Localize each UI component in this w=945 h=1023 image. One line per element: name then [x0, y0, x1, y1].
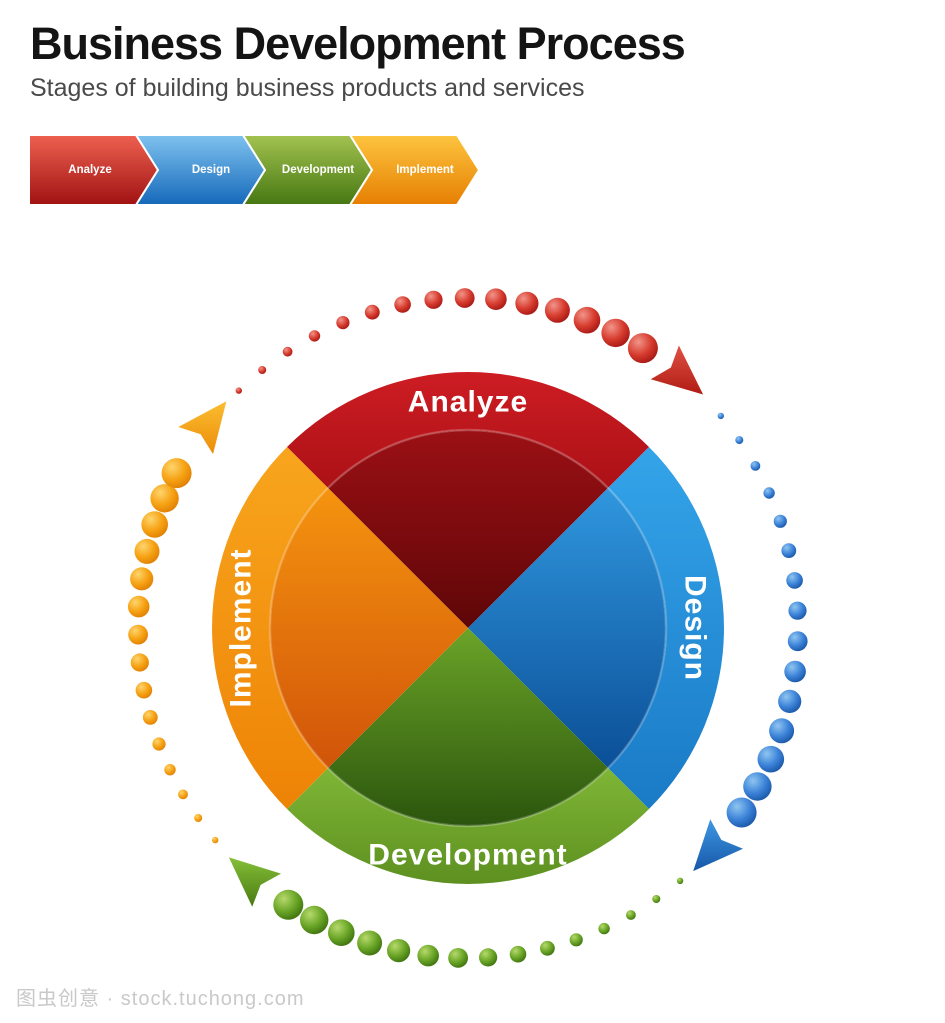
arc-dot-blue — [717, 412, 724, 420]
arc-dot-blue — [769, 718, 795, 744]
arc-dot-orange — [134, 538, 160, 564]
arc-dot-orange — [127, 595, 150, 618]
arc-dot-orange — [164, 764, 176, 776]
wheel-band-analyze — [287, 372, 649, 488]
arc-dot-green — [652, 895, 661, 903]
arc-dot-blue — [787, 631, 808, 652]
wheel-inner-ring-highlight — [268, 428, 668, 828]
arc-dot-red — [601, 318, 630, 348]
arc-dot-green — [540, 940, 555, 956]
arc-dot-red — [424, 290, 443, 309]
arc-dot-orange — [150, 484, 179, 513]
flow-step-analyze: Analyze — [28, 134, 160, 206]
arc-dot-blue — [726, 797, 757, 828]
arc-dot-green — [569, 933, 583, 947]
wheel-label-design: Design — [679, 575, 712, 681]
arc-dot-red — [394, 296, 411, 313]
wheel-band-development — [287, 768, 649, 884]
wheel-band-implement — [212, 447, 328, 809]
arc-dot-green — [273, 889, 304, 920]
arc-dot-red — [627, 333, 658, 364]
flow-arrow-shape-implement — [348, 134, 481, 206]
arc-dot-orange — [135, 681, 153, 699]
arc-dot-red — [336, 316, 350, 330]
arc-dot-blue — [778, 689, 802, 714]
arc-dot-red — [235, 387, 242, 394]
arc-dot-orange — [212, 836, 219, 844]
arc-dot-orange — [194, 814, 203, 822]
arc-dot-green — [509, 945, 527, 963]
page-title: Business Development Process — [30, 18, 686, 69]
flow-step-label-analyze: Analyze — [68, 164, 111, 176]
arc-dot-blue — [743, 772, 772, 801]
arc-dot-red — [308, 330, 321, 342]
chart-header: Business Development Process Stages of b… — [30, 18, 686, 103]
wheel-inner-analyze — [328, 430, 608, 628]
wheel-band-design — [608, 447, 724, 809]
arc-dot-orange — [178, 789, 188, 800]
flow-step-implement: Implement — [348, 134, 481, 206]
arc-dot-green — [300, 905, 329, 935]
arc-dot-orange — [152, 737, 166, 751]
arc-dot-green — [328, 919, 355, 946]
arc-dot-red — [282, 346, 293, 357]
wheel-inner-development — [328, 628, 608, 826]
arc-dot-green — [448, 948, 468, 968]
arc-arrowhead-blue — [693, 819, 743, 872]
arc-arrowhead-orange — [178, 401, 227, 455]
dotted-arc-layer — [127, 288, 808, 968]
arc-dot-red — [454, 288, 475, 308]
arc-dot-blue — [784, 660, 806, 683]
arc-dot-green — [357, 930, 383, 956]
wheel-inner-implement — [270, 488, 468, 768]
arc-arrowheads-layer — [178, 345, 743, 907]
arc-arrowhead-green — [228, 857, 281, 907]
arc-dot-blue — [773, 514, 787, 528]
flow-step-label-implement: Implement — [396, 164, 454, 176]
arc-dot-blue — [781, 543, 797, 558]
arc-dot-green — [626, 910, 636, 920]
arc-dot-blue — [786, 572, 803, 589]
arc-dot-orange — [128, 624, 149, 645]
process-flow-arrows: Analyze Design Development Implement — [28, 134, 481, 206]
wheel-label-implement: Implement — [225, 548, 258, 707]
flow-step-label-development: Development — [282, 164, 354, 176]
wheel-label-analyze: Analyze — [408, 386, 528, 419]
wheel-label-development: Development — [368, 839, 567, 872]
watermark-text: 图虫创意 · stock.tuchong.com — [16, 988, 305, 1010]
arc-dot-green — [417, 944, 440, 967]
wheel-inner-design — [468, 488, 666, 768]
arc-dot-orange — [161, 458, 192, 489]
arc-dot-red — [573, 306, 601, 334]
arc-dot-blue — [750, 461, 761, 471]
arc-dot-red — [364, 304, 380, 320]
arc-dot-orange — [130, 653, 149, 672]
arc-dot-blue — [735, 436, 744, 445]
arc-dot-green — [387, 939, 411, 963]
arc-dot-blue — [763, 487, 775, 499]
arc-dot-red — [544, 297, 570, 323]
arc-dot-blue — [757, 745, 785, 773]
arc-dot-orange — [130, 567, 154, 591]
arc-dot-orange — [141, 511, 168, 538]
flow-step-label-design: Design — [192, 164, 230, 176]
arc-dot-red — [515, 291, 539, 315]
arc-dot-green — [676, 877, 684, 884]
arc-dot-blue — [788, 601, 807, 620]
arc-dot-green — [479, 948, 498, 967]
arc-dot-green — [598, 922, 610, 935]
page-subtitle: Stages of building business products and… — [30, 74, 585, 103]
arc-dot-red — [258, 366, 267, 374]
arc-dot-red — [485, 288, 507, 311]
arc-dot-orange — [142, 710, 158, 725]
arc-arrowhead-red — [650, 345, 704, 395]
